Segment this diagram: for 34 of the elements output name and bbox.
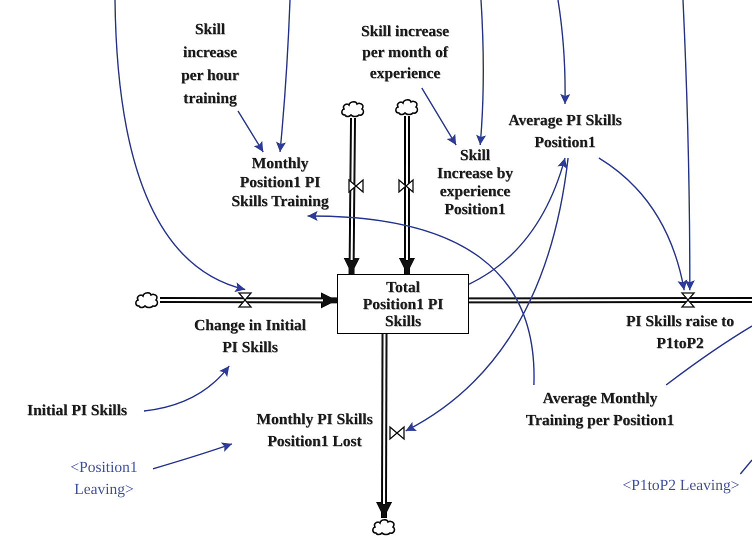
shadow-variable-label: <Position1 Leaving> (69, 458, 139, 500)
variable-label: Skill increase per month of experience (360, 22, 450, 84)
link-arrow (405, 158, 569, 432)
flow-pipe (344, 118, 360, 274)
flow-rate-label: PI Skills raise to P1toP2 (624, 312, 736, 354)
cloud-shape (134, 291, 160, 309)
flow-pipe (160, 292, 337, 308)
flow-pipe (398, 116, 415, 274)
variable-label: Skill increase per hour training (180, 20, 240, 109)
cloud-shape (394, 98, 420, 116)
variable-label: Initial PI Skills (26, 401, 128, 421)
link-arrow (682, 0, 695, 290)
flow-pipe (376, 334, 392, 518)
link-arrow (468, 158, 567, 285)
link-arrow (598, 157, 688, 290)
flow-pipe (469, 297, 752, 304)
link-arrow (308, 211, 535, 386)
variable-label: Monthly Position1 PI Skills Training (230, 154, 330, 211)
stock-box (337, 274, 469, 334)
link-arrow (476, 0, 486, 146)
flow-rate-label: Change in Initial PI Skills (193, 316, 307, 358)
link-arrow (276, 0, 291, 152)
cloud-shape (340, 100, 366, 118)
link-arrow (144, 366, 230, 412)
link-arrow (421, 88, 457, 146)
link-arrow (557, 0, 570, 104)
variable-label: Average Monthly Training per Position1 (524, 389, 676, 431)
cloud-shape (371, 518, 397, 536)
link-arrow (114, 0, 246, 292)
flow-rate-label: Monthly PI Skills Position1 Lost (255, 410, 374, 452)
link-arrow (152, 442, 232, 470)
link-arrow (237, 110, 264, 152)
shadow-variable-label: <P1toP2 Leaving> (622, 476, 740, 496)
stock-label: Total Position1 PI Skills (362, 279, 444, 330)
